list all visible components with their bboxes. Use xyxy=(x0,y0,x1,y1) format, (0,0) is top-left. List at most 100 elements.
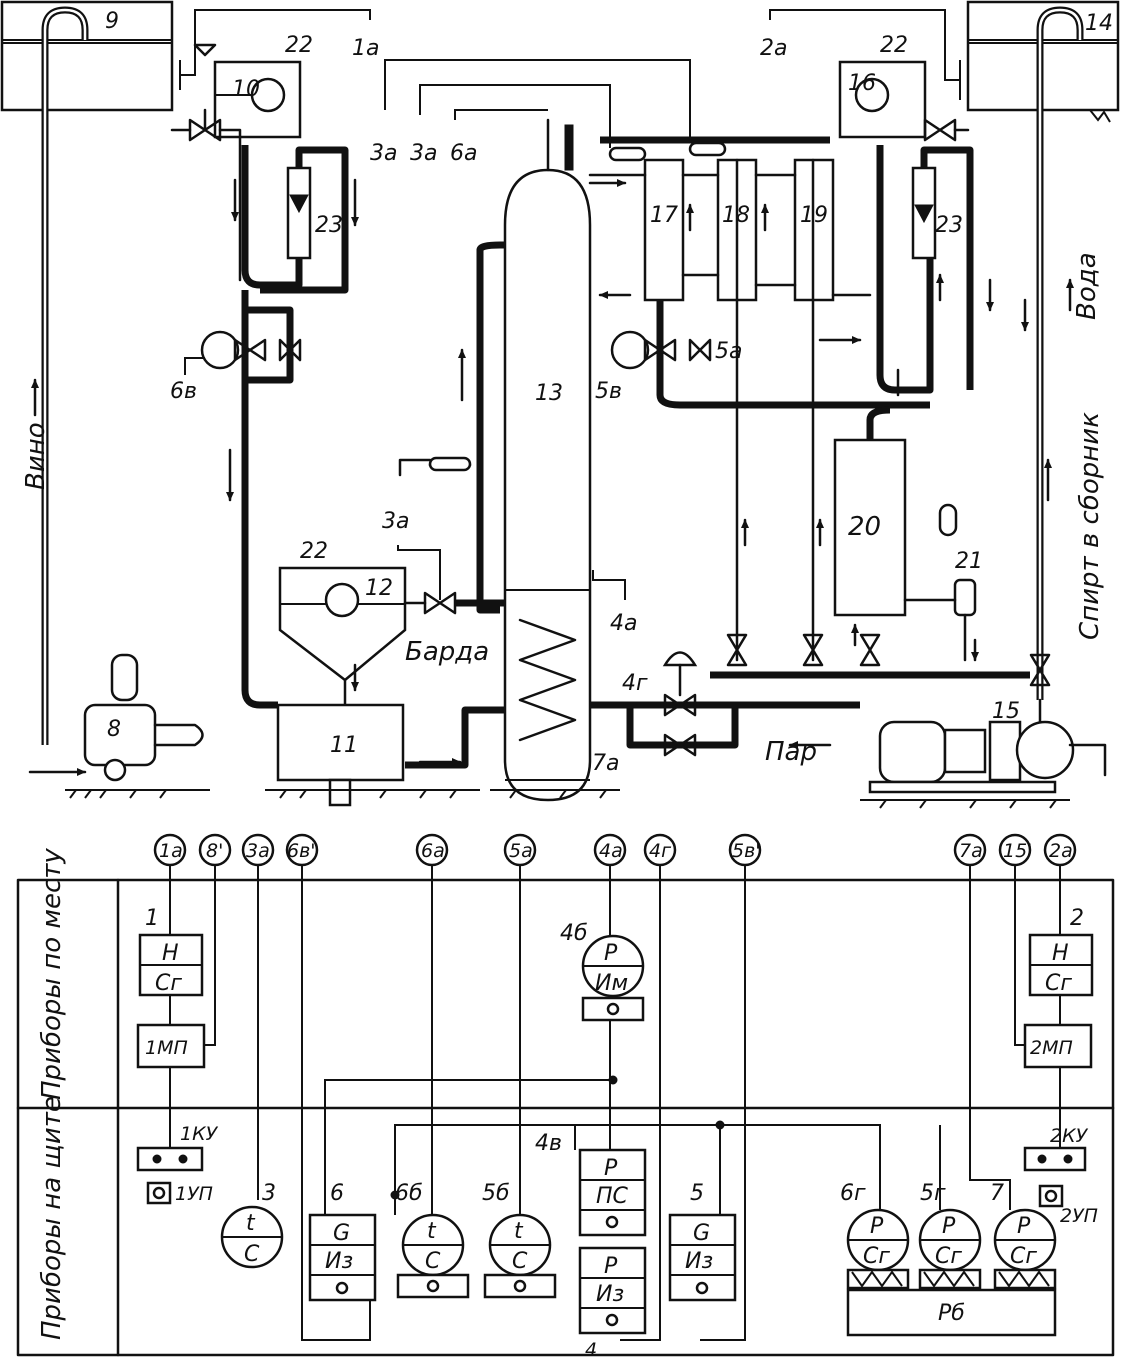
column-13 xyxy=(503,118,592,802)
instrument-4 xyxy=(578,1246,647,1335)
inst6b-tag: 6б xyxy=(395,1181,423,1206)
water-pipe xyxy=(1036,6,1084,700)
inst7-tag: 7 xyxy=(990,1181,1004,1206)
label-22b: 22 xyxy=(880,33,908,58)
label-12: 12 xyxy=(365,576,393,601)
inst5g-P: Р xyxy=(942,1214,956,1239)
inst5b-t: t xyxy=(514,1219,524,1244)
key-2ku xyxy=(1023,1146,1087,1208)
instrument-5b xyxy=(483,1213,557,1299)
instrument-2 xyxy=(1023,933,1094,1148)
stream-water: Вода xyxy=(1072,252,1102,320)
inst4b-P: Р xyxy=(604,941,618,966)
tag-5a: 5а xyxy=(715,339,742,364)
inst2-tag: 2 xyxy=(1070,906,1084,931)
inst3-C: С xyxy=(244,1242,260,1267)
inst1-Sg: Сг xyxy=(155,971,182,996)
label-18: 18 xyxy=(722,203,750,228)
tag-6v: 6в xyxy=(170,379,197,404)
label-8: 8 xyxy=(107,717,121,742)
instrument-4v xyxy=(578,1148,647,1237)
stream-wine: Вино xyxy=(21,422,51,490)
bubble-row xyxy=(153,833,1077,867)
tag-2ku: 2КУ xyxy=(1050,1125,1089,1147)
inst4v-tag: 4в xyxy=(535,1131,562,1156)
inst4-tag: 4 xyxy=(585,1339,597,1361)
relay-block xyxy=(846,1288,1057,1337)
inst5g-tag: 5г xyxy=(920,1181,946,1206)
inst1-H: Н xyxy=(162,941,179,966)
inst2-H: Н xyxy=(1052,941,1069,966)
tag-5v: 5в xyxy=(595,379,622,404)
sight-glass-21 xyxy=(903,503,977,662)
stream-barda: Барда xyxy=(405,637,489,667)
tag-3a-1: 3а xyxy=(370,141,397,166)
rotameter-23-right xyxy=(876,145,974,394)
level-regulator-16 xyxy=(838,60,927,139)
tag-3a-3: 3а xyxy=(382,509,409,534)
exchanger-17 xyxy=(643,158,685,302)
valve-row xyxy=(726,633,1051,687)
barda-tank-12 xyxy=(278,566,505,707)
inst6g-P: Р xyxy=(870,1214,884,1239)
tag-2up: 2УП xyxy=(1060,1205,1098,1227)
label-10: 10 xyxy=(232,77,260,102)
control-valve-5v xyxy=(610,300,930,409)
tag-1up: 1УП xyxy=(175,1183,213,1205)
label-17: 17 xyxy=(650,203,678,228)
bubble-label-8: 8' xyxy=(206,840,223,862)
instrument-4b xyxy=(581,934,645,1022)
rotameter-23-left xyxy=(241,145,349,294)
inst6b-C: С xyxy=(425,1249,441,1274)
tag-7a: 7а xyxy=(592,751,619,776)
tank-9 xyxy=(0,0,174,112)
inst5-G: G xyxy=(693,1221,710,1246)
stream-steam: Пар xyxy=(765,737,817,767)
zone-board: Приборы на щите xyxy=(37,1096,67,1340)
label-22c: 22 xyxy=(300,539,328,564)
tag-4g: 4г xyxy=(622,671,648,696)
inst5g-Sg: Сг xyxy=(935,1244,962,1269)
inst5-tag: 5 xyxy=(690,1181,704,1206)
instrument-3 xyxy=(220,1205,284,1269)
inst2-MP: 2МП xyxy=(1030,1037,1073,1059)
bubble-label-4g: 4г xyxy=(649,840,672,862)
label-16: 16 xyxy=(848,71,876,96)
control-valve-6v xyxy=(184,290,302,690)
instrument-5 xyxy=(668,1213,737,1302)
separator-20 xyxy=(833,406,907,617)
bubble-label-2a: 2а xyxy=(1049,840,1073,862)
label-11: 11 xyxy=(330,733,358,758)
inst4v-PS: ПС xyxy=(596,1184,629,1209)
key-1ku xyxy=(136,1146,204,1205)
inst4-P: Р xyxy=(604,1254,618,1279)
label-19: 19 xyxy=(800,203,828,228)
inst6-G: G xyxy=(333,1221,350,1246)
inst1-MP: 1МП xyxy=(145,1037,188,1059)
relay-block-label: Рб xyxy=(938,1301,965,1326)
instrument-1 xyxy=(136,933,206,1148)
inst4b-tag: 4б xyxy=(560,921,588,946)
instrument-5g xyxy=(918,1208,982,1290)
inst7-Sg: Сг xyxy=(1010,1244,1037,1269)
instrument-6g xyxy=(846,1208,910,1290)
inst3-t: t xyxy=(246,1211,256,1236)
pump-8 xyxy=(28,653,204,782)
tag-1a: 1а xyxy=(352,36,379,61)
stream-spirit: Спирт в сборник xyxy=(1075,412,1105,640)
inst5b-tag: 5б xyxy=(482,1181,510,1206)
inst6g-tag: 6г xyxy=(840,1181,866,1206)
bubble-label-1a: 1а xyxy=(159,840,183,862)
label-22a: 22 xyxy=(285,33,313,58)
pump-15 xyxy=(868,698,1107,794)
wine-pipe xyxy=(41,6,89,745)
label-21: 21 xyxy=(955,549,983,574)
inst7-P: Р xyxy=(1017,1214,1031,1239)
instrument-6b xyxy=(396,1213,470,1299)
inst1-tag: 1 xyxy=(145,906,159,931)
label-20: 20 xyxy=(848,512,881,542)
valve-tank14 xyxy=(923,118,970,142)
inst5b-C: С xyxy=(512,1249,528,1274)
inst4-Iz: Из xyxy=(596,1282,624,1307)
